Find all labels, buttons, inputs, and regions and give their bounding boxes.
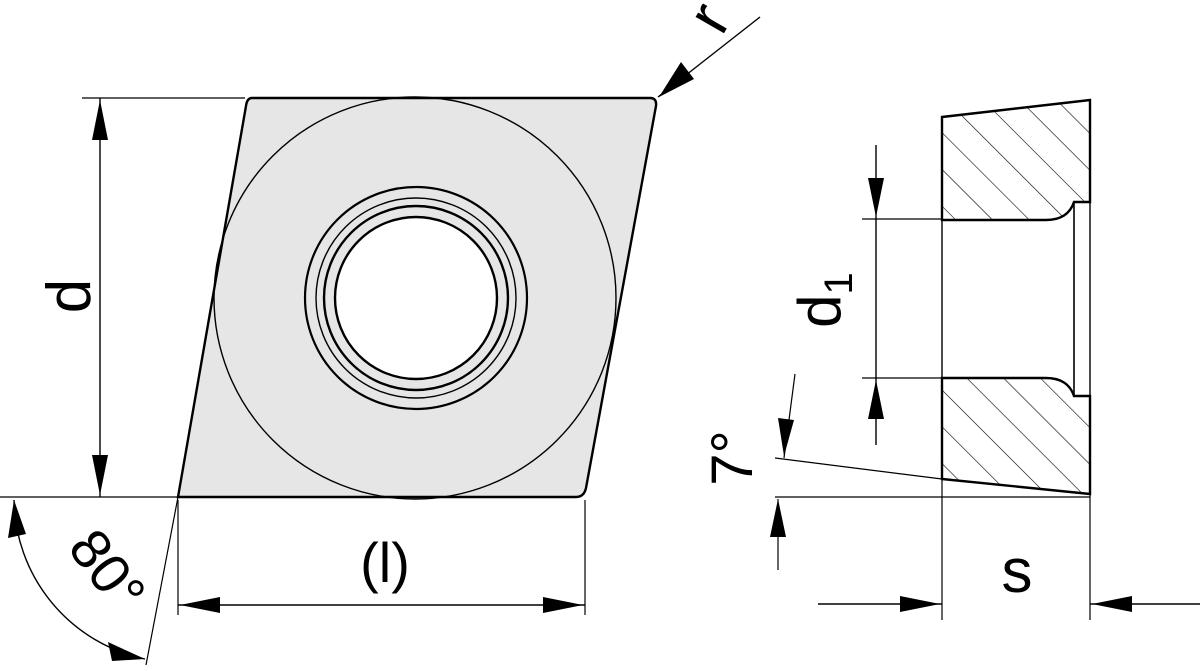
section-lower bbox=[940, 376, 1092, 496]
label-80: 80° bbox=[57, 517, 158, 623]
hole-counterbore bbox=[322, 204, 510, 392]
hole-bore bbox=[333, 215, 499, 381]
insert-front-view bbox=[176, 96, 658, 500]
dimension-r: r bbox=[657, 0, 761, 98]
dimension-d1: d1 bbox=[786, 145, 942, 445]
arrow-d-top bbox=[92, 100, 108, 140]
dimension-s: s bbox=[818, 479, 1200, 620]
dimension-angle-7: 7° bbox=[700, 373, 1090, 570]
arrow-d1-top bbox=[868, 178, 884, 217]
hole-chamfer-inner bbox=[315, 197, 517, 399]
label-s: s bbox=[1002, 537, 1033, 606]
arrow-l-right bbox=[543, 597, 583, 613]
label-d1-main: d bbox=[786, 294, 853, 327]
arrow-s-left bbox=[900, 596, 940, 612]
arrow-s-right bbox=[1092, 596, 1132, 612]
label-d1: d1 bbox=[786, 272, 861, 328]
arrow-r bbox=[659, 62, 694, 97]
arrow-7-top bbox=[778, 418, 794, 456]
dimension-l: (l) bbox=[177, 500, 586, 615]
label-d: d bbox=[35, 279, 104, 313]
hole-chamfer-outer bbox=[303, 185, 529, 411]
arrow-7-bottom bbox=[770, 499, 786, 537]
arrow-d-bottom bbox=[92, 455, 108, 495]
arrow-d1-bottom bbox=[868, 380, 884, 419]
inscribed-circle bbox=[213, 96, 617, 500]
label-r: r bbox=[674, 0, 744, 44]
label-d1-sub: 1 bbox=[817, 272, 861, 294]
arrow-80-end bbox=[108, 642, 145, 661]
arrow-80-start bbox=[8, 500, 26, 538]
arrow-l-left bbox=[180, 597, 220, 613]
dimension-d: d bbox=[0, 97, 245, 498]
label-7: 7° bbox=[700, 430, 765, 485]
insert-side-view bbox=[940, 98, 1092, 496]
label-l: (l) bbox=[360, 531, 410, 594]
dimension-angle-80: 80° bbox=[8, 496, 179, 666]
section-upper bbox=[940, 98, 1092, 222]
